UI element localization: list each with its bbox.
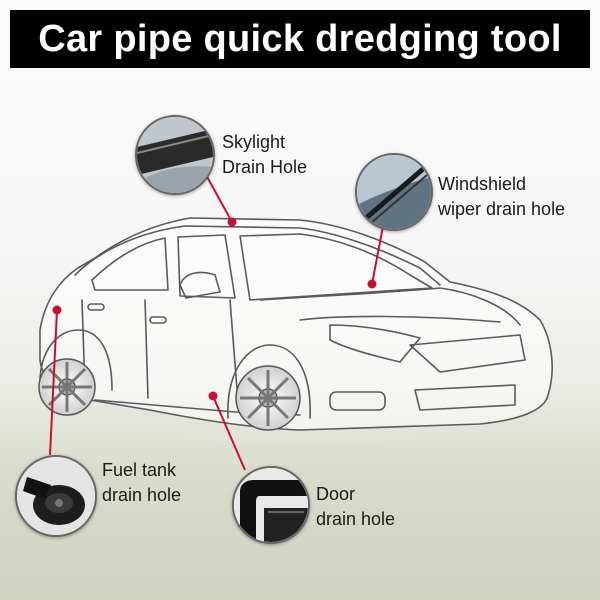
door-label-line2: drain hole xyxy=(316,509,396,529)
windshield-label-line2: wiper drain hole xyxy=(438,199,566,219)
skylight-marker-dot xyxy=(227,217,237,227)
door-marker-dot xyxy=(208,391,218,401)
windshield-label: Windshield wiper drain hole xyxy=(438,172,565,222)
door-label: Door drain hole xyxy=(316,482,395,532)
door-pointer-line xyxy=(212,395,246,471)
fuel-label-line1: Fuel tank xyxy=(102,460,177,480)
fuel-pointer-line xyxy=(49,309,58,456)
door-seal-icon xyxy=(232,466,310,544)
title-banner: Car pipe quick dredging tool xyxy=(10,10,590,68)
fuel-label: Fuel tank drain hole xyxy=(102,458,181,508)
skylight-label-line1: Skylight xyxy=(222,132,286,152)
fuel-marker-dot xyxy=(52,305,62,315)
page-title: Car pipe quick dredging tool xyxy=(38,17,562,60)
fuel-label-line2: drain hole xyxy=(102,485,182,505)
wiper-icon xyxy=(355,153,433,231)
fuel-cap-icon xyxy=(15,455,97,537)
skylight-label: Skylight Drain Hole xyxy=(222,130,307,180)
windshield-label-line1: Windshield xyxy=(438,174,527,194)
sunroof-icon xyxy=(135,115,215,195)
windshield-marker-dot xyxy=(367,279,377,289)
door-label-line1: Door xyxy=(316,484,356,504)
skylight-label-line2: Drain Hole xyxy=(222,157,308,177)
